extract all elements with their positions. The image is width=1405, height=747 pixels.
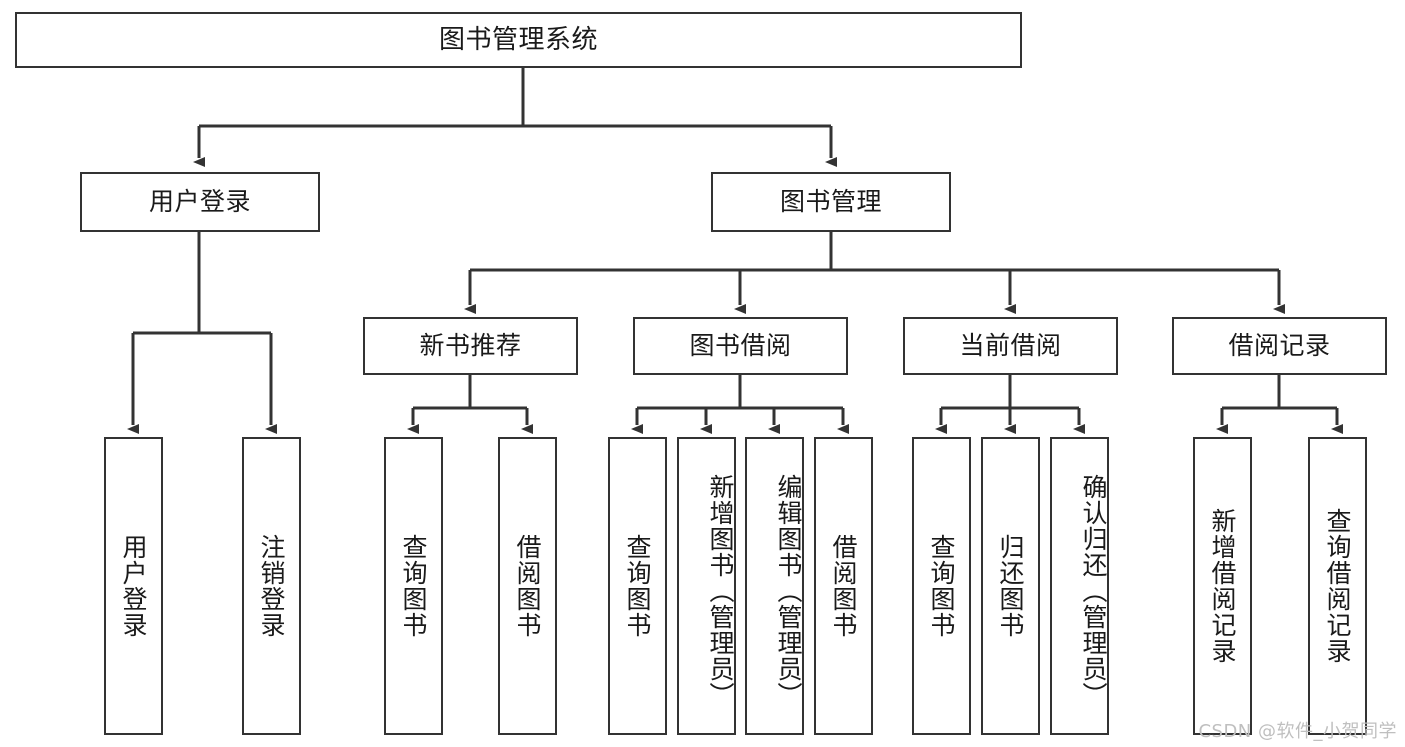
node-current-borrow[interactable]: 当前借阅 <box>903 317 1118 375</box>
leaf-user-login-login[interactable]: 用户登录 <box>104 437 163 735</box>
leaf-book-borrow-query-book[interactable]: 查询图书 <box>608 437 667 735</box>
node-label: 确认归还（管理员） <box>1079 474 1108 708</box>
node-label: 借阅记录 <box>1228 331 1331 361</box>
leaf-new-book-query-book[interactable]: 查询图书 <box>384 437 443 735</box>
node-label: 图书管理 <box>779 187 882 217</box>
node-new-book-recommend[interactable]: 新书推荐 <box>363 317 578 375</box>
node-root-book-management-system[interactable]: 图书管理系统 <box>15 12 1022 68</box>
leaf-current-borrow-return-book[interactable]: 归还图书 <box>981 437 1040 735</box>
node-label: 查询图书 <box>927 534 956 638</box>
leaf-current-borrow-query-book[interactable]: 查询图书 <box>912 437 971 735</box>
node-label: 新增图书（管理员） <box>706 474 735 708</box>
leaf-book-borrow-edit-book-admin[interactable]: 编辑图书（管理员） <box>745 437 804 735</box>
leaf-current-borrow-confirm-return-admin[interactable]: 确认归还（管理员） <box>1050 437 1109 735</box>
node-label: 借阅图书 <box>829 534 858 638</box>
node-label: 查询图书 <box>623 534 652 638</box>
node-label: 当前借阅 <box>959 331 1062 361</box>
leaf-borrow-record-query-record[interactable]: 查询借阅记录 <box>1308 437 1367 735</box>
node-label: 归还图书 <box>996 534 1025 638</box>
node-label: 注销登录 <box>257 534 286 638</box>
leaf-book-borrow-add-book-admin[interactable]: 新增图书（管理员） <box>677 437 736 735</box>
node-label: 借阅图书 <box>513 534 542 638</box>
node-book-borrow[interactable]: 图书借阅 <box>633 317 848 375</box>
node-label: 新书推荐 <box>419 331 522 361</box>
csdn-watermark: CSDN @软件_小贺同学 <box>1198 721 1397 742</box>
node-label: 图书借阅 <box>689 331 792 361</box>
node-user-login[interactable]: 用户登录 <box>80 172 320 232</box>
node-book-management[interactable]: 图书管理 <box>711 172 951 232</box>
leaf-new-book-borrow-book[interactable]: 借阅图书 <box>498 437 557 735</box>
node-label: 编辑图书（管理员） <box>774 474 803 708</box>
node-label: 查询借阅记录 <box>1323 508 1352 664</box>
node-label: 查询图书 <box>399 534 428 638</box>
node-borrow-record[interactable]: 借阅记录 <box>1172 317 1387 375</box>
leaf-borrow-record-add-record[interactable]: 新增借阅记录 <box>1193 437 1252 735</box>
node-label: 新增借阅记录 <box>1208 508 1237 664</box>
node-label: 图书管理系统 <box>438 24 598 55</box>
leaf-book-borrow-borrow-book[interactable]: 借阅图书 <box>814 437 873 735</box>
node-label: 用户登录 <box>119 534 148 638</box>
node-label: 用户登录 <box>148 187 251 217</box>
leaf-user-login-logout[interactable]: 注销登录 <box>242 437 301 735</box>
